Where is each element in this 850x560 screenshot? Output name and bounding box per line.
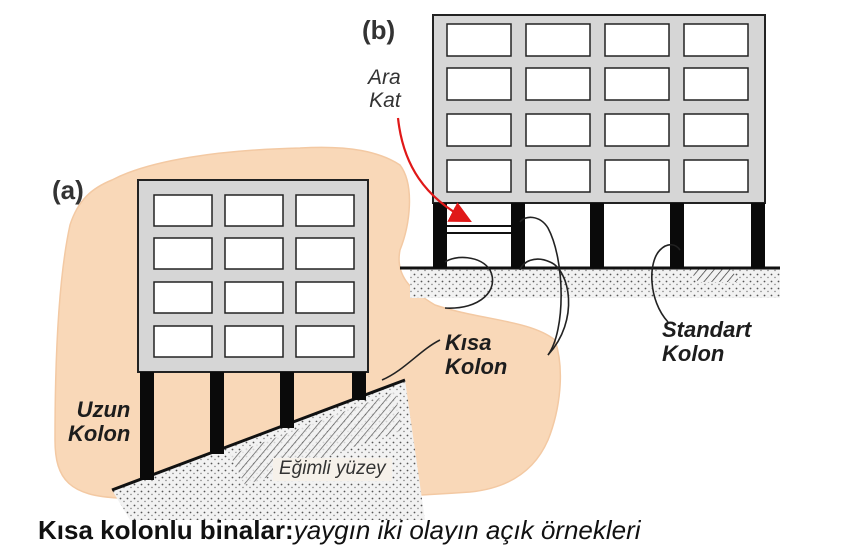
uzun-kolon-line1: Uzun — [76, 397, 131, 422]
ara-kat-label: Ara Kat — [368, 66, 401, 112]
building-b — [400, 14, 780, 298]
building-a-windows — [153, 194, 355, 358]
ara-kat-arrow — [396, 117, 472, 223]
caption-subtitle: yaygın iki olayın açık örnekleri — [293, 515, 641, 545]
building-b-columns — [433, 203, 765, 268]
short-column-b — [433, 203, 447, 268]
standart-kolon-line2: Kolon — [662, 341, 725, 367]
panel-label-b: (b) — [362, 15, 396, 45]
kisa-kolon-label: Kısa Kolon — [445, 330, 508, 380]
caption-title: Kısa kolonlu binalar: — [38, 515, 294, 545]
kisa-kolon-line2: Kolon — [445, 354, 508, 380]
building-a-columns — [140, 372, 366, 480]
egimli-yuzey-label: Eğimli yüzey — [273, 458, 392, 481]
building-b-windows — [446, 23, 749, 193]
kisa-kolon-line1: Kısa — [445, 330, 492, 355]
uzun-kolon-line2: Kolon — [68, 421, 131, 447]
standard-column — [670, 203, 684, 268]
panel-label-a: (a) — [52, 175, 84, 205]
leader-lines — [381, 216, 681, 381]
standart-kolon-line1: Standart — [662, 317, 752, 342]
uzun-kolon-label: Uzun Kolon — [68, 397, 131, 447]
ara-kat-line2: Kat — [369, 89, 401, 113]
mezzanine-slab — [447, 225, 511, 234]
standart-kolon-label: Standart Kolon — [662, 317, 752, 367]
long-column — [140, 372, 154, 480]
caption: Kısa kolonlu binalar:yaygın iki olayın a… — [38, 515, 641, 546]
short-column-a — [352, 372, 366, 400]
flat-hatch-b — [688, 268, 740, 282]
ara-kat-line1: Ara — [368, 66, 401, 89]
